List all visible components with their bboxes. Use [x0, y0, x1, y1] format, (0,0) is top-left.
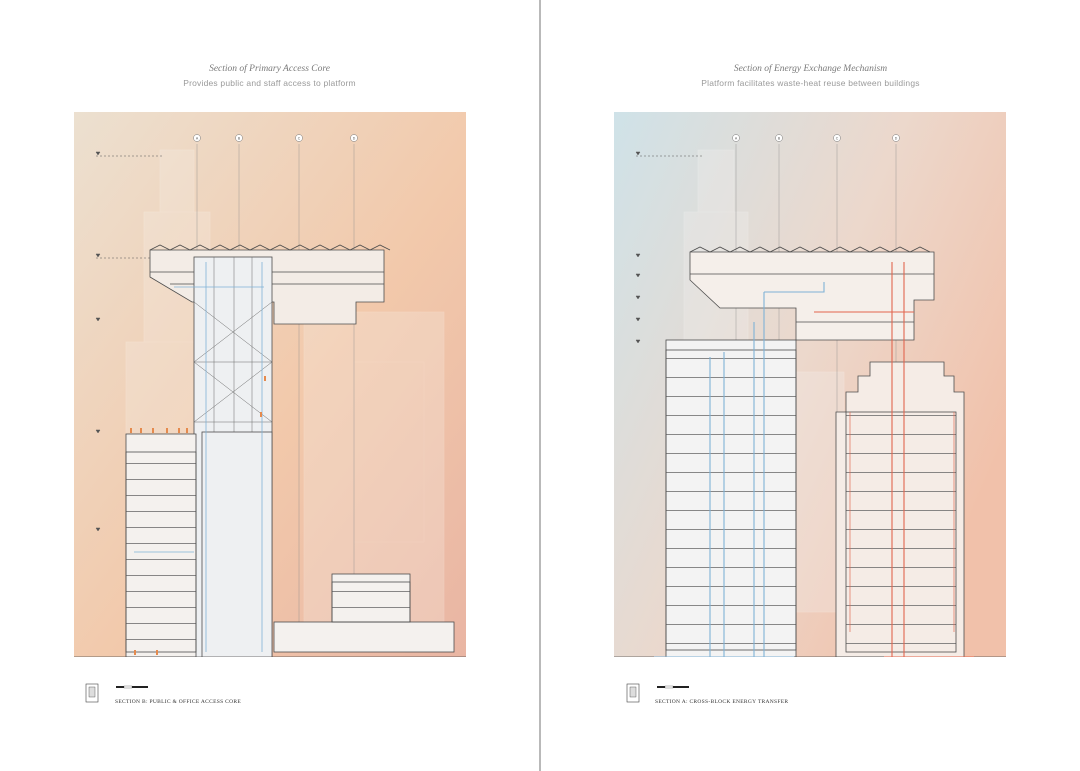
- grid-label-a: A: [735, 136, 738, 140]
- left-title: Section of Primary Access Core: [209, 64, 330, 74]
- left-caption: SECTION B: PUBLIC & OFFICE ACCESS CORE: [115, 699, 242, 705]
- grid-label-b: B: [778, 136, 781, 140]
- left-page: Section of Primary Access Core Provides …: [0, 0, 539, 771]
- right-right-building: [835, 361, 965, 657]
- grid-label-c: C: [298, 136, 301, 140]
- grid-label-b: B: [238, 136, 241, 140]
- left-key-plan: [85, 683, 148, 703]
- right-page: Section of Energy Exchange Mechanism Pla…: [541, 0, 1080, 771]
- grid-label-c: C: [836, 136, 839, 140]
- right-title: Section of Energy Exchange Mechanism: [733, 64, 888, 74]
- cool-pipes: [654, 282, 825, 657]
- left-section-drawing: A B C D: [74, 112, 466, 657]
- left-low-building: [273, 573, 455, 653]
- right-key-plan: [626, 683, 689, 703]
- right-section-drawing: A B C D: [614, 112, 1006, 657]
- right-left-building: [665, 339, 797, 657]
- grid-label-d: D: [895, 136, 898, 140]
- warm-pipes: [814, 262, 974, 657]
- grid-label-a: A: [196, 136, 199, 140]
- page-spine: [539, 0, 541, 771]
- right-caption: SECTION A: CROSS-BLOCK ENERGY TRANSFER: [655, 699, 789, 705]
- grid-label-d: D: [353, 136, 356, 140]
- left-subtitle: Provides public and staff access to plat…: [183, 78, 356, 88]
- left-office-building: [125, 433, 197, 657]
- right-platform: [689, 246, 935, 341]
- right-subtitle: Platform facilitates waste-heat reuse be…: [701, 78, 920, 88]
